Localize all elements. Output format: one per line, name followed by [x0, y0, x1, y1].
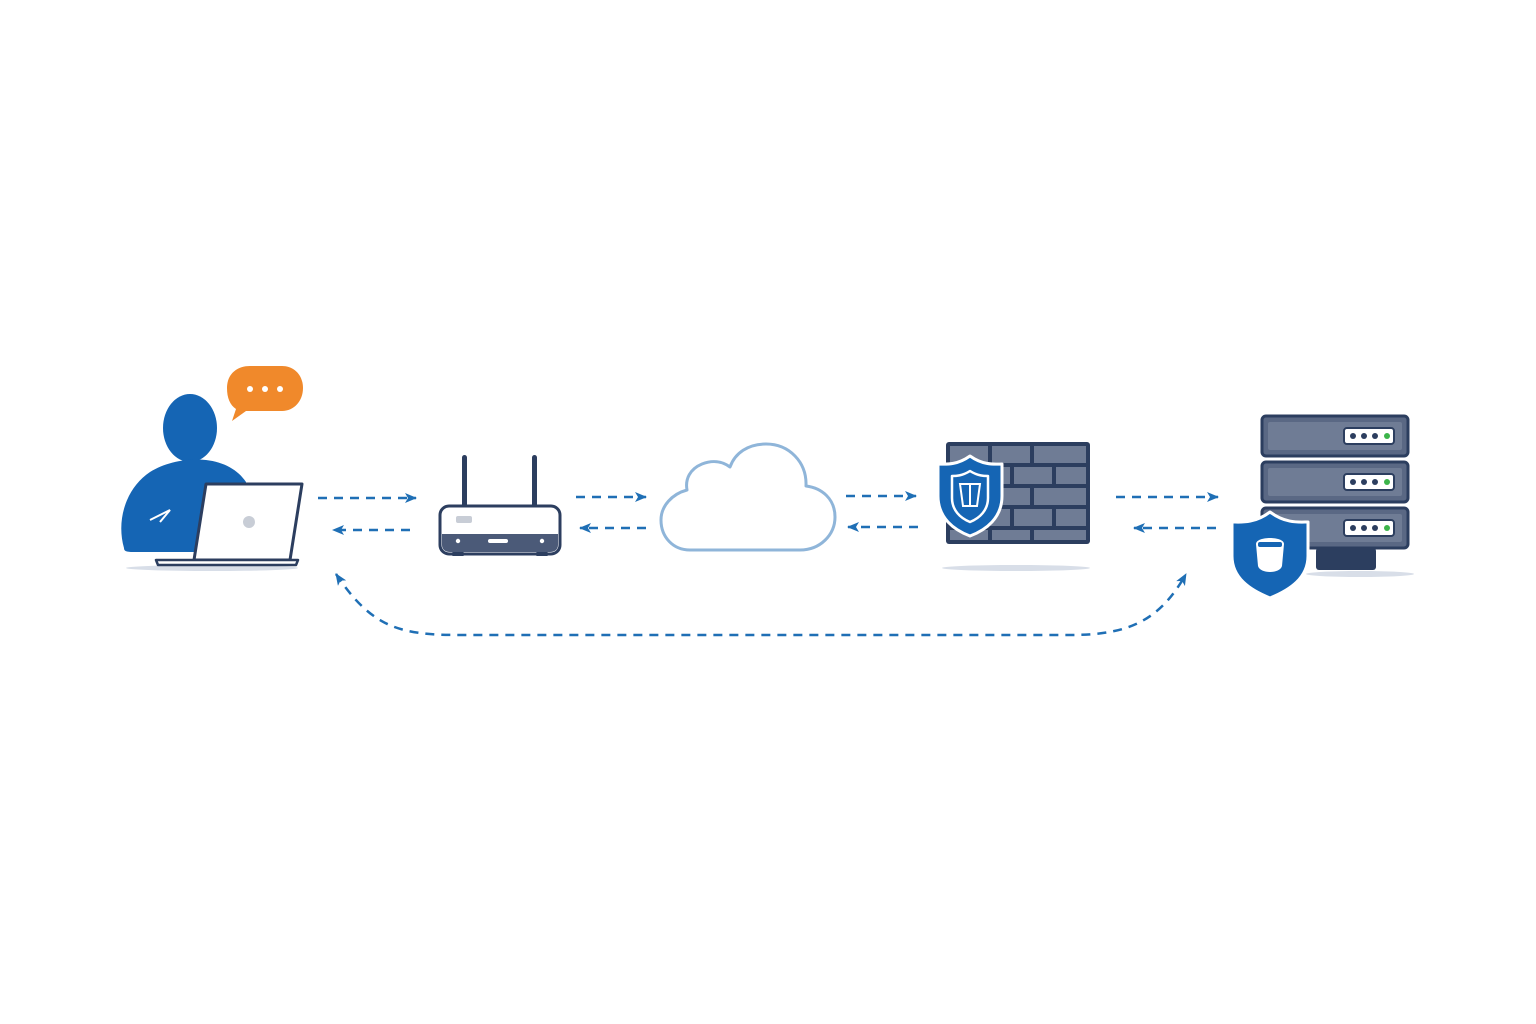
arrow-curve-user-server	[334, 573, 1188, 637]
chat-bubble-icon	[227, 366, 303, 421]
firewall-shield-icon	[936, 442, 1090, 571]
user-laptop-icon	[121, 394, 304, 571]
connectors	[318, 491, 1219, 637]
wifi-router-icon	[438, 455, 562, 556]
server-shield-icon	[1230, 414, 1414, 600]
cloud-icon	[659, 442, 837, 552]
